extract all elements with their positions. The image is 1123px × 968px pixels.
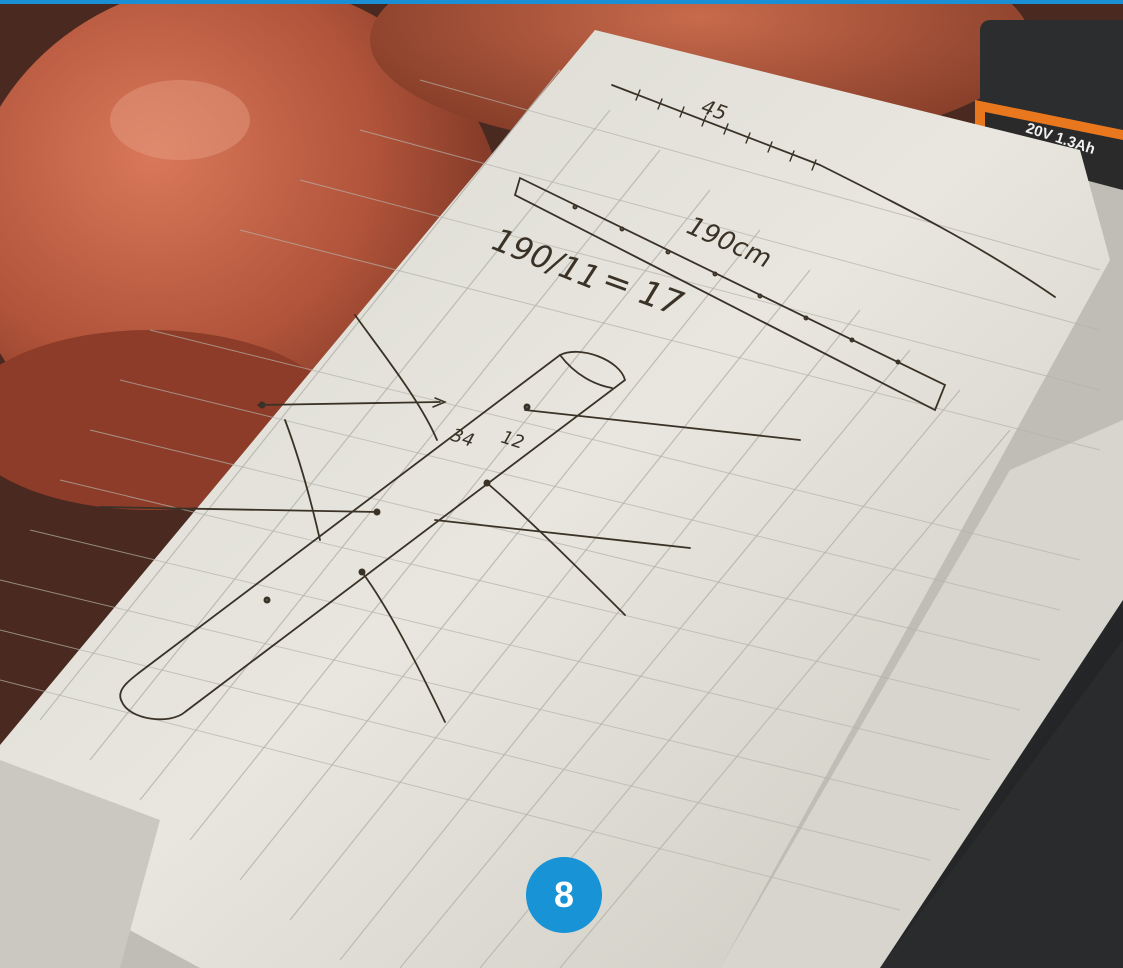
notebook-page bbox=[0, 30, 1110, 968]
top-accent-bar bbox=[0, 0, 1123, 4]
handwritten-sketch bbox=[99, 84, 1056, 723]
step-number-badge: 8 bbox=[526, 857, 602, 933]
notebook bbox=[0, 30, 1123, 968]
